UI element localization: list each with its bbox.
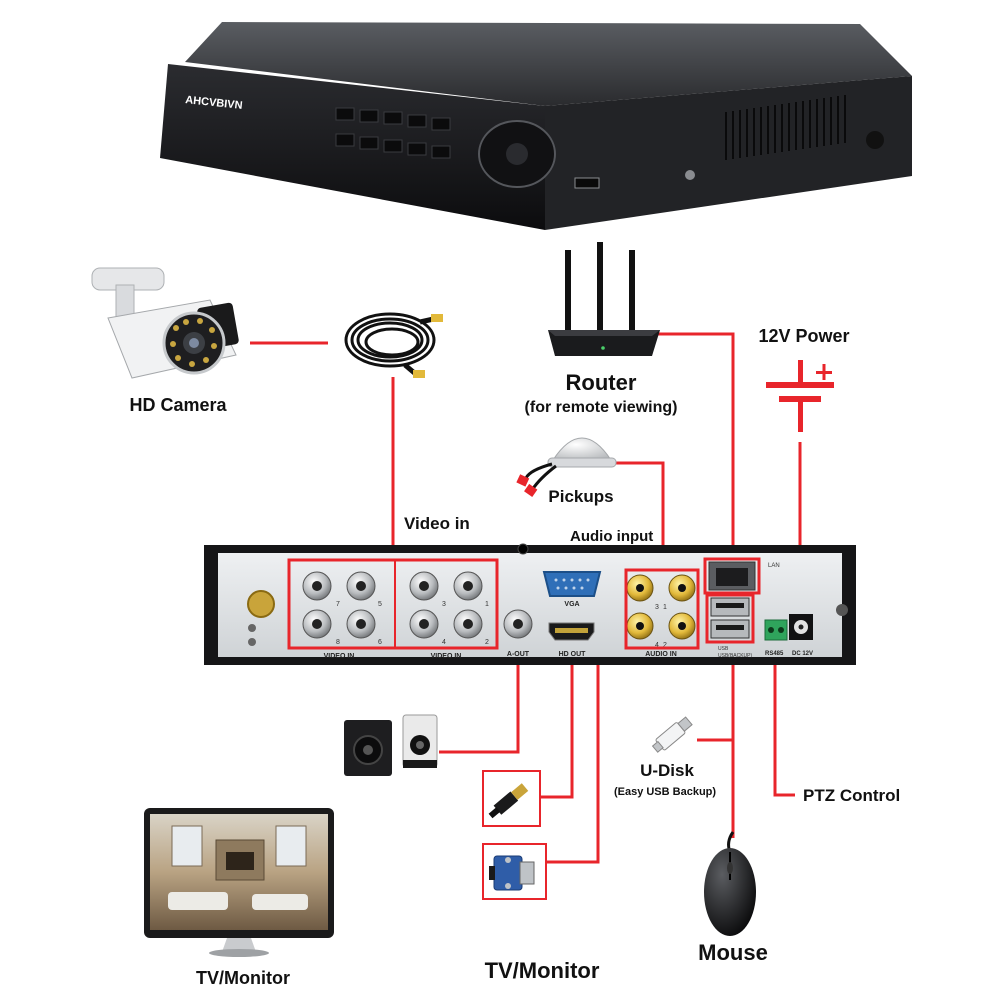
video-in-bnc-group-left: 7 5 8 6: [302, 571, 382, 646]
bnc-number: 6: [378, 639, 382, 646]
tv-monitor-center-label: TV/Monitor: [485, 958, 600, 983]
rca-number: 2: [663, 642, 667, 649]
dvr-device: AHCVBIVN: [160, 22, 912, 230]
rs485-to-ptz-line: [773, 645, 795, 797]
panel-rs485: RS485: [765, 651, 784, 657]
bnc-number: 8: [336, 639, 340, 646]
rca-number: 1: [663, 604, 667, 611]
mouse-icon: [704, 831, 756, 936]
audio-in-highlight-box: [624, 568, 700, 650]
router-icon: [548, 242, 660, 356]
aout-to-speakers-line: [439, 640, 520, 754]
pickups-label: Pickups: [548, 487, 613, 506]
panel-dc12v: DC 12V: [792, 651, 813, 657]
rca-number: 4: [655, 642, 659, 649]
udisk-sublabel: (Easy USB Backup): [614, 786, 716, 798]
vga-port: [542, 571, 602, 597]
vga-plug-icon: [489, 855, 535, 891]
mouse-label: Mouse: [698, 940, 768, 965]
cable-connector-icon: [431, 314, 443, 322]
audio-input-label: Audio input: [570, 528, 653, 545]
panel-hd-out: HD OUT: [559, 651, 587, 658]
bnc-number: 5: [378, 601, 382, 608]
cable-reel-icon: [344, 312, 439, 378]
router-to-lan-line: [655, 332, 735, 562]
router-sublabel: (for remote viewing): [525, 399, 678, 416]
dvr-front-buttons: [335, 107, 451, 159]
panel-usb-backup: USB(BACKUP): [718, 653, 753, 659]
tv-monitor-left-label: TV/Monitor: [196, 968, 290, 988]
video-in-highlight-box: [287, 558, 499, 650]
hd-camera-label: HD Camera: [129, 395, 227, 415]
dvr-nav-center: [506, 143, 528, 165]
monitor-icon: [144, 808, 334, 957]
udisk-label: U-Disk: [640, 761, 694, 780]
dvr-top-surface: [185, 22, 912, 106]
dvr-side-face: [545, 76, 912, 230]
panel-vga: VGA: [564, 601, 579, 608]
rs485-terminal: [764, 619, 788, 641]
microphone-icon: [516, 437, 617, 497]
panel-audio-in: AUDIO IN: [645, 651, 677, 658]
camera-icon: [91, 267, 239, 379]
ground-terminal: [247, 590, 275, 618]
cable-connector-icon-2: [413, 370, 425, 378]
connection-lines: [250, 332, 802, 864]
audio-in-rca-group: 3 1 4 2: [626, 574, 696, 649]
dvr-back-panel: 7 5 8 6 3 1 4 2 VIDEO IN VIDEO IN A-OUT: [204, 543, 856, 665]
panel-video-in-right: VIDEO IN: [431, 653, 462, 660]
lan-highlight-box: [703, 557, 761, 595]
hdout-to-hdmi-line: [540, 642, 574, 799]
panel-a-out: A-OUT: [507, 651, 530, 658]
dvr-side-led: [685, 170, 695, 180]
dvr-front-face: [160, 64, 545, 230]
dvr-side-screw: [866, 131, 884, 149]
panel-video-in-left: VIDEO IN: [324, 653, 355, 660]
power-symbol-icon: [766, 360, 834, 432]
speakers-icon: [344, 714, 438, 776]
bnc-number: 3: [442, 601, 446, 608]
bnc-number: 4: [442, 639, 446, 646]
bnc-number: 1: [485, 601, 489, 608]
bnc-number: 2: [485, 639, 489, 646]
vent-slots: [725, 95, 846, 160]
dvr-usb-port: [574, 177, 600, 189]
rca-number: 3: [655, 604, 659, 611]
panel-usb-mouse: USB: [718, 646, 729, 652]
usb-highlight-box: [705, 593, 755, 644]
ptz-label: PTZ Control: [803, 786, 900, 805]
bnc-number: 7: [336, 601, 340, 608]
router-label: Router: [566, 370, 637, 395]
hdmi-plug-icon: [488, 783, 529, 819]
power-label: 12V Power: [758, 326, 849, 346]
pickups-to-audio-line: [610, 461, 665, 570]
video-in-bnc-group-right: 3 1 4 2: [409, 571, 489, 646]
video-in-label: Video in: [404, 514, 470, 533]
panel-lan: LAN: [768, 563, 780, 569]
usb-stick-icon: [651, 716, 693, 753]
dvr-brand-logo: AHCVBIVN: [185, 94, 243, 112]
